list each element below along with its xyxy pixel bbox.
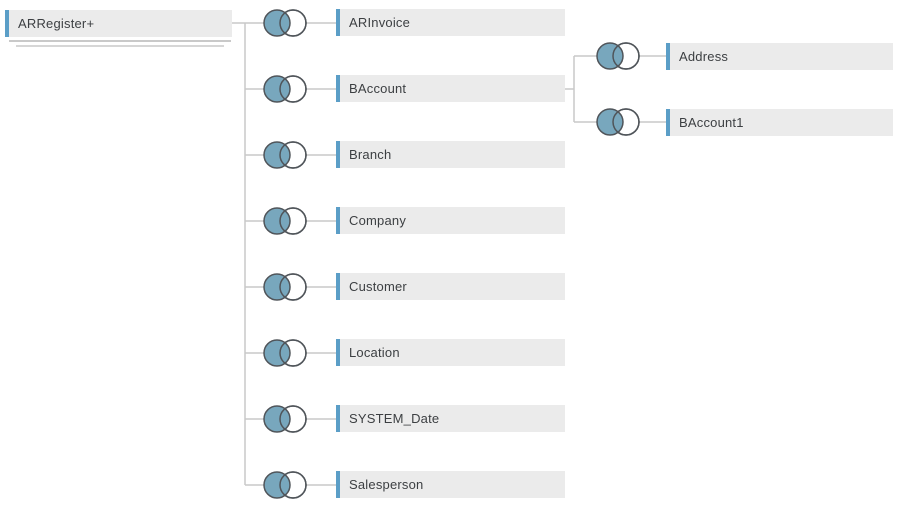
left-join-icon-customer[interactable] — [262, 272, 308, 302]
left-join-icon-arinvoice[interactable] — [262, 8, 308, 38]
table-label-address: Address — [679, 49, 729, 64]
union-stack-line-2 — [16, 45, 224, 47]
table-box-company[interactable]: Company — [336, 207, 565, 234]
left-join-icon-salesperson[interactable] — [262, 470, 308, 500]
table-label-system-date: SYSTEM_Date — [349, 411, 440, 426]
table-box-salesperson[interactable]: Salesperson — [336, 471, 565, 498]
left-join-icon-address[interactable] — [595, 41, 641, 71]
table-label-arregister: ARRegister+ — [18, 16, 95, 31]
table-label-branch: Branch — [349, 147, 392, 162]
table-box-customer[interactable]: Customer — [336, 273, 565, 300]
table-label-salesperson: Salesperson — [349, 477, 424, 492]
table-label-baccount: BAccount — [349, 81, 407, 96]
table-box-baccount1[interactable]: BAccount1 — [666, 109, 893, 136]
left-join-icon-system-date[interactable] — [262, 404, 308, 434]
table-box-arinvoice[interactable]: ARInvoice — [336, 9, 565, 36]
table-label-arinvoice: ARInvoice — [349, 15, 411, 30]
union-stack-line-1 — [9, 40, 231, 42]
table-label-company: Company — [349, 213, 407, 228]
table-box-branch[interactable]: Branch — [336, 141, 565, 168]
left-join-icon-branch[interactable] — [262, 140, 308, 170]
table-label-baccount1: BAccount1 — [679, 115, 744, 130]
table-label-customer: Customer — [349, 279, 407, 294]
table-box-arregister[interactable]: ARRegister+ — [5, 10, 232, 37]
left-join-icon-baccount1[interactable] — [595, 107, 641, 137]
table-box-baccount[interactable]: BAccount — [336, 75, 565, 102]
table-box-system-date[interactable]: SYSTEM_Date — [336, 405, 565, 432]
left-join-icon-location[interactable] — [262, 338, 308, 368]
table-box-location[interactable]: Location — [336, 339, 565, 366]
left-join-icon-company[interactable] — [262, 206, 308, 236]
left-join-icon-baccount[interactable] — [262, 74, 308, 104]
table-label-location: Location — [349, 345, 400, 360]
table-box-address[interactable]: Address — [666, 43, 893, 70]
